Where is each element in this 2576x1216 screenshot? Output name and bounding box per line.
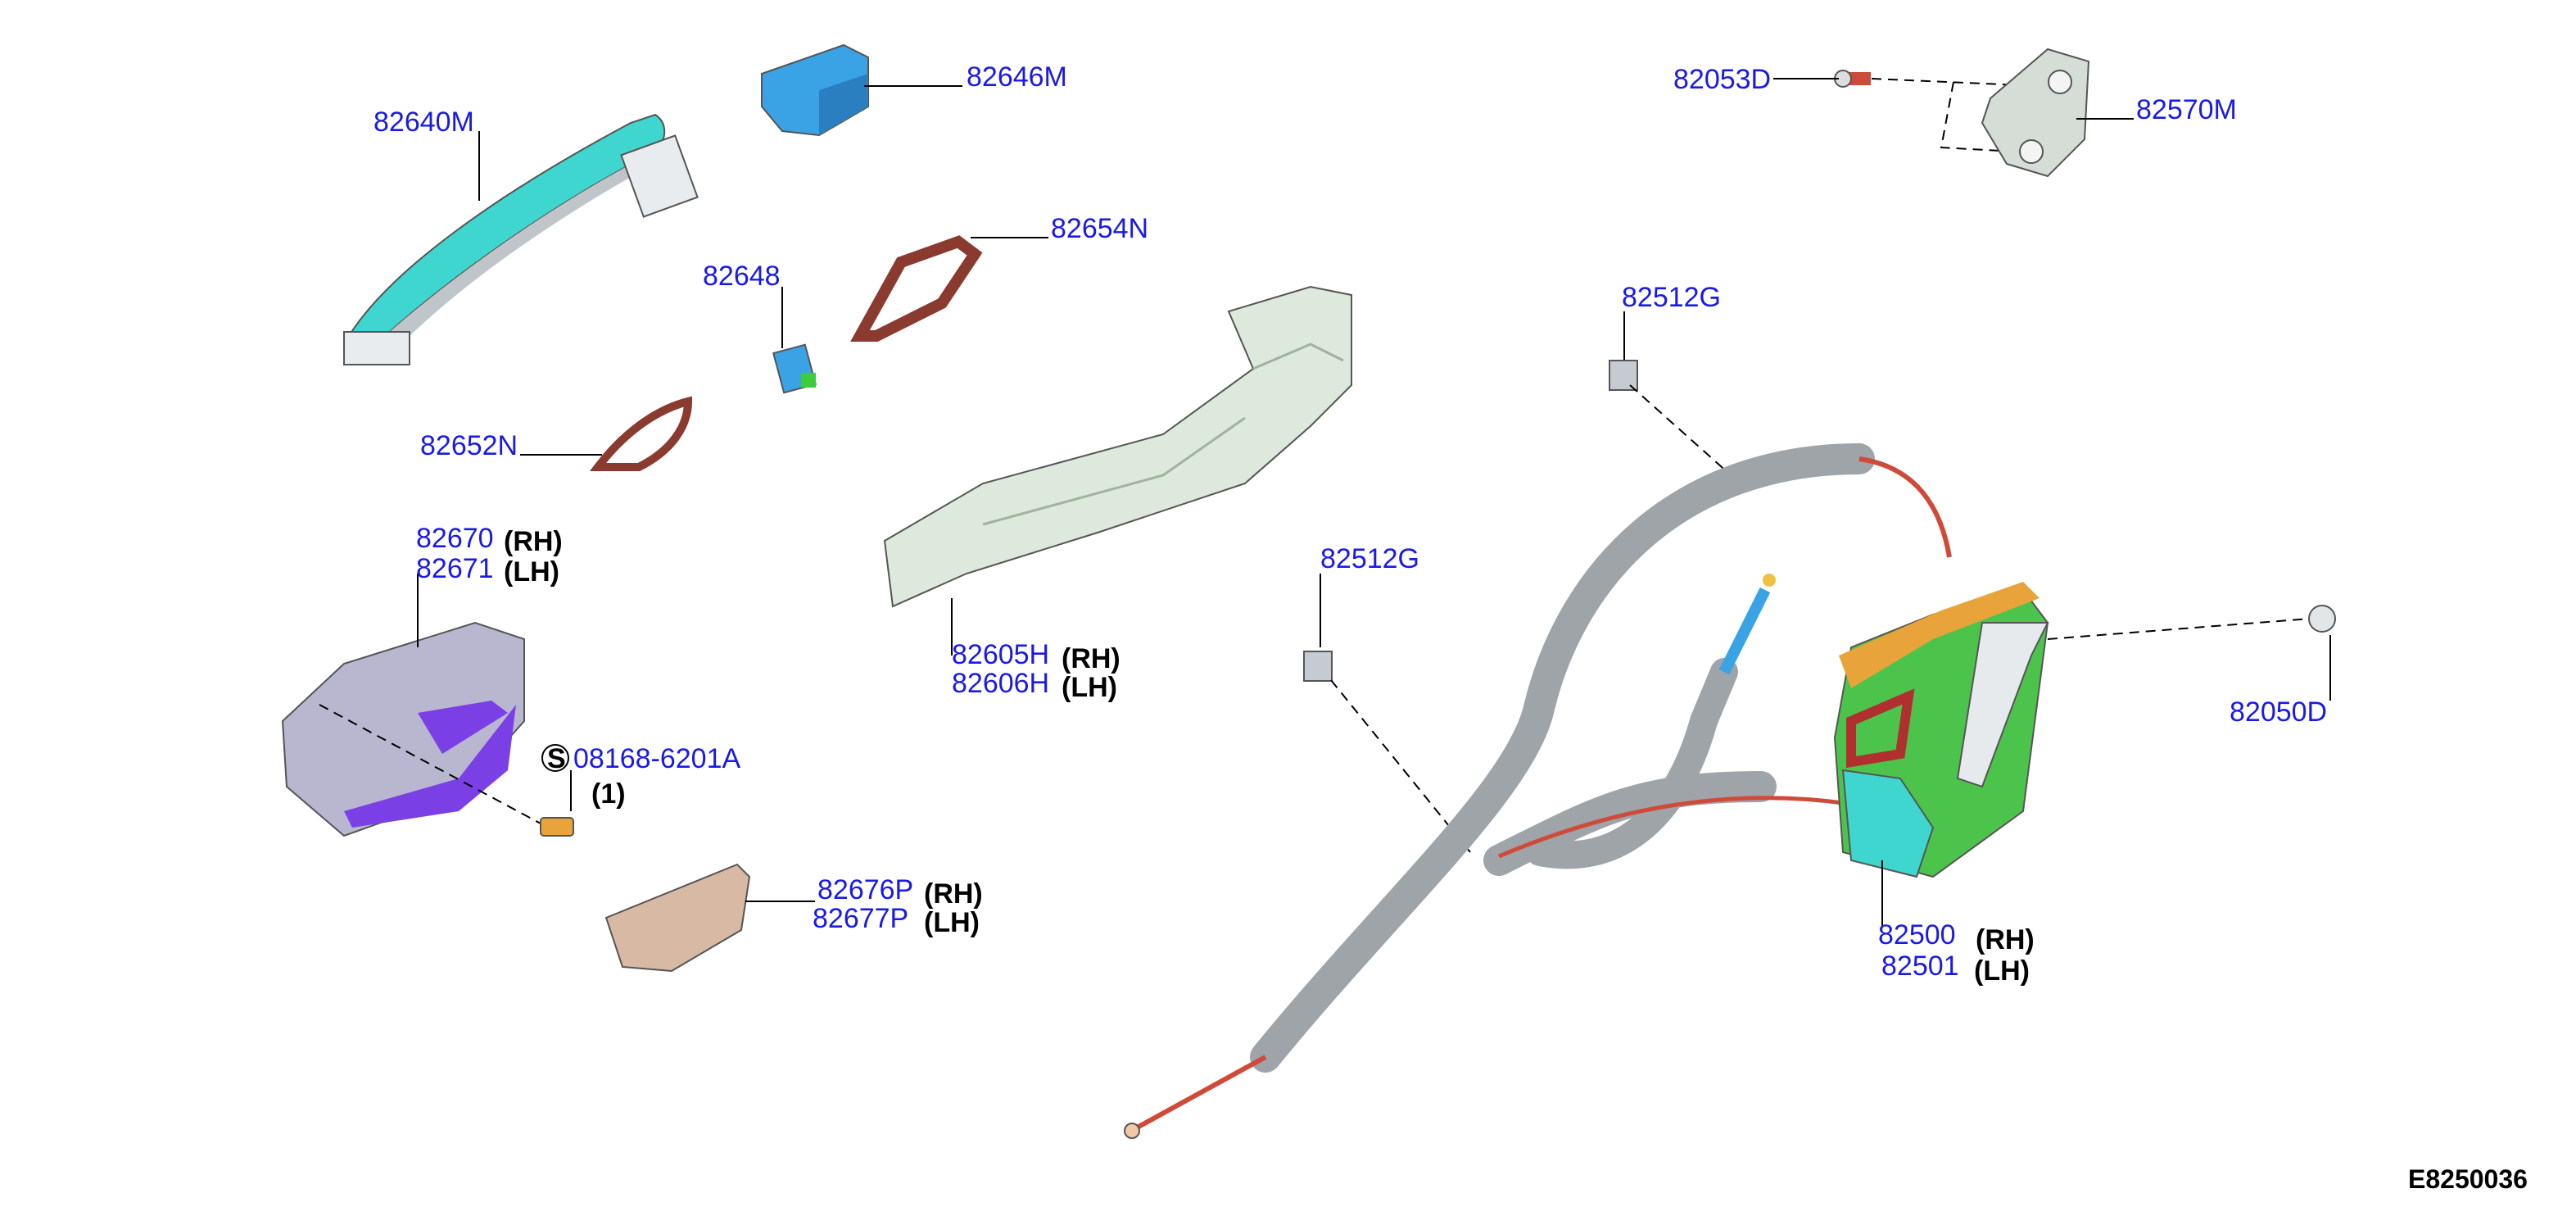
inner-rod-part[interactable] <box>1124 456 1952 1139</box>
label-82671[interactable]: 82671 <box>416 553 494 584</box>
clip-a-part[interactable] <box>1609 360 1638 391</box>
label-82670[interactable]: 82670 <box>416 523 494 554</box>
label-82605h[interactable]: 82605H <box>952 639 1049 670</box>
label-82640m[interactable]: 82640M <box>373 107 474 138</box>
gasket-small-part[interactable] <box>589 396 693 471</box>
lock-dash <box>2047 618 2311 640</box>
clip-b-dash <box>1330 679 1471 853</box>
striker-screw-part[interactable] <box>1834 70 1871 88</box>
label-82652n[interactable]: 82652N <box>420 430 518 461</box>
striker-part[interactable] <box>1981 48 2090 178</box>
standard-part-icon <box>541 744 569 772</box>
clip-a-dash <box>1629 384 1745 488</box>
screw-part[interactable] <box>540 817 574 837</box>
label-82654n[interactable]: 82654N <box>1051 213 1148 244</box>
label-08168[interactable]: 08168-6201A <box>573 743 741 774</box>
clip-b-part[interactable] <box>1303 651 1333 682</box>
label-82648[interactable]: 82648 <box>703 261 781 292</box>
figure-code: E8250036 <box>2408 1164 2528 1194</box>
label-82676p-side: (RH) <box>924 878 983 910</box>
screw-dash <box>319 704 541 824</box>
outside-handle-part[interactable] <box>342 113 699 365</box>
label-08168-std: S <box>547 743 566 774</box>
handle-bracket-part[interactable] <box>883 285 1352 608</box>
label-82570m[interactable]: 82570M <box>2136 94 2237 125</box>
request-switch-part[interactable] <box>772 343 817 394</box>
label-82670-side: (RH) <box>504 526 563 557</box>
label-82677p[interactable]: 82677P <box>813 903 908 934</box>
label-08168-qty: (1) <box>591 778 626 810</box>
label-82053d[interactable]: 82053D <box>1673 64 1771 95</box>
label-82676p[interactable]: 82676P <box>817 874 913 905</box>
label-82500-side: (RH) <box>1976 924 2035 955</box>
inside-handle-part[interactable] <box>281 621 525 837</box>
label-82606h-side: (LH) <box>1062 672 1117 703</box>
label-82500[interactable]: 82500 <box>1878 919 1956 951</box>
escutcheon-cover-part[interactable] <box>604 863 751 973</box>
label-82501[interactable]: 82501 <box>1881 951 1959 982</box>
gasket-large-part[interactable] <box>850 235 983 342</box>
label-82671-side: (LH) <box>504 556 559 588</box>
lock-grommet-part[interactable] <box>2308 605 2336 633</box>
label-82677p-side: (LH) <box>924 907 980 938</box>
label-82512g-b[interactable]: 82512G <box>1320 543 1419 574</box>
label-82512g-a[interactable]: 82512G <box>1622 282 1721 313</box>
label-82606h[interactable]: 82606H <box>952 668 1049 699</box>
label-82646m[interactable]: 82646M <box>967 61 1067 93</box>
label-82050d[interactable]: 82050D <box>2230 696 2327 728</box>
label-82605h-side: (RH) <box>1062 643 1120 674</box>
label-82501-side: (LH) <box>1974 955 2030 987</box>
striker-dash-2 <box>1940 81 2016 152</box>
handle-cover-part[interactable] <box>761 43 869 137</box>
door-lock-actuator-part[interactable] <box>1833 582 2049 878</box>
